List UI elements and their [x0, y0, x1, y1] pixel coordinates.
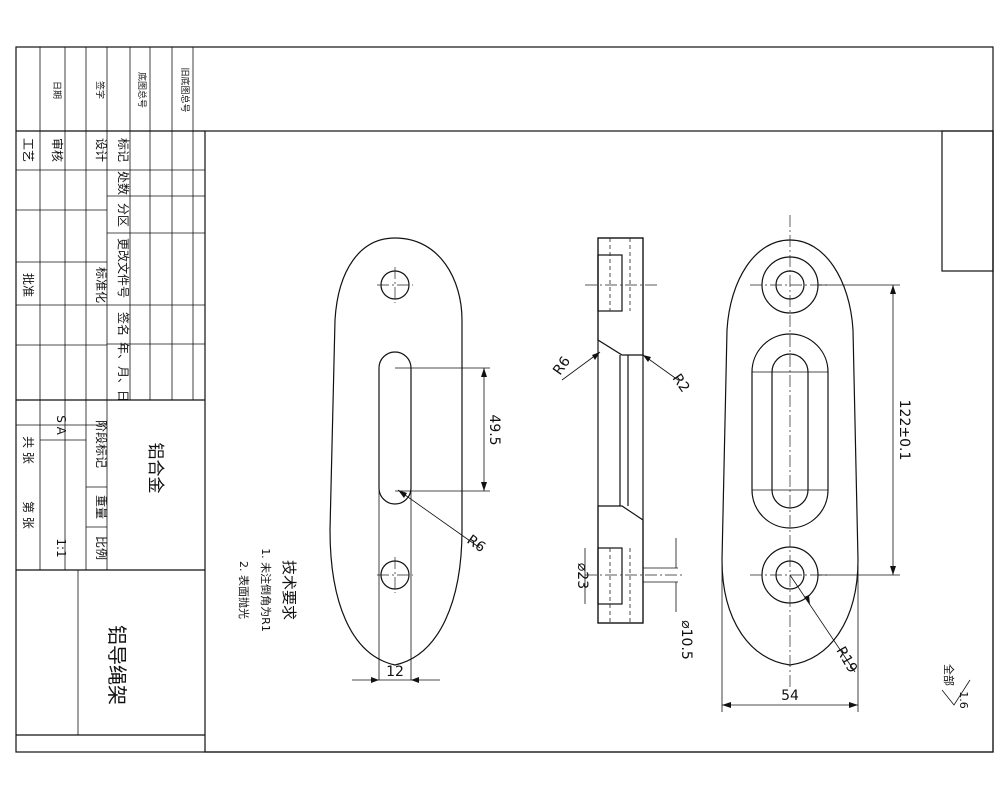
corner-box [941, 130, 994, 272]
stamp-old-base-number: 旧底图总号 [179, 67, 191, 112]
front-view: 12 49.5 R6 [329, 237, 502, 683]
dim-slot-length: 49.5 [486, 414, 502, 445]
revision-stamps: 日期 签字 底图总号 旧底图总号 [16, 47, 205, 132]
dim-section-radius-right: R2 [669, 371, 693, 395]
dim-slot-width: 12 [386, 664, 404, 680]
scale-label: 比例 [94, 536, 108, 560]
title-block: 工艺 审核 设计 批准 标准化 标记 处数 分区 更改文件号 签名 年、月、日 … [16, 131, 205, 736]
top-view: 122±0.1 54 R19 [721, 215, 912, 712]
weight-label: 重量 [94, 495, 108, 519]
label-design: 设计 [94, 138, 108, 162]
header-mark: 标记 [116, 138, 130, 162]
material: 铝合金 [145, 443, 165, 494]
stamp-sign: 签字 [94, 81, 106, 99]
total-sheets-label: 共 张 [21, 436, 35, 464]
technical-notes: 技术要求 1. 未注倒角为R1 2. 表面抛光 [237, 548, 298, 632]
dim-outer-radius: R19 [833, 644, 861, 676]
part-name: 铝导绳架 [105, 625, 129, 705]
header-change-doc: 更改文件号 [116, 238, 131, 298]
note-1: 1. 未注倒角为R1 [259, 548, 273, 632]
header-date: 年、月、日 [116, 342, 130, 402]
dim-center-distance: 122±0.1 [896, 400, 912, 461]
dim-counterbore: ⌀23 [574, 563, 590, 589]
dim-section-radius-left: R6 [550, 354, 574, 379]
dim-hole: ⌀10.5 [678, 620, 694, 660]
stamp-base-number: 底图总号 [136, 72, 148, 108]
roughness-symbol: 全部 1.6 [941, 664, 971, 709]
notes-heading: 技术要求 [280, 560, 298, 620]
header-signature: 签名 [116, 312, 131, 336]
note-2: 2. 表面抛光 [237, 561, 251, 619]
label-standardization: 标准化 [94, 267, 108, 303]
stage-value: S A [54, 415, 68, 435]
drawing-frame [204, 130, 994, 753]
roughness-label: 全部 [942, 664, 956, 686]
sheet-number-label: 第 张 [21, 501, 35, 529]
stamp-date: 日期 [51, 81, 62, 99]
header-count: 处数 [116, 171, 131, 195]
section-view: R6 R2 ⌀23 ⌀10.5 [550, 237, 694, 660]
header-zone: 分区 [116, 203, 130, 227]
dim-overall-width: 54 [781, 688, 799, 704]
scale-value: 1:1 [54, 538, 68, 557]
stage-mark-label: 阶段标记 [94, 420, 109, 468]
dim-slot-radius: R6 [464, 532, 489, 556]
label-process: 工艺 [21, 138, 35, 162]
label-review: 审核 [50, 138, 65, 162]
label-approve: 批准 [21, 273, 36, 297]
roughness-value: 1.6 [957, 691, 970, 709]
